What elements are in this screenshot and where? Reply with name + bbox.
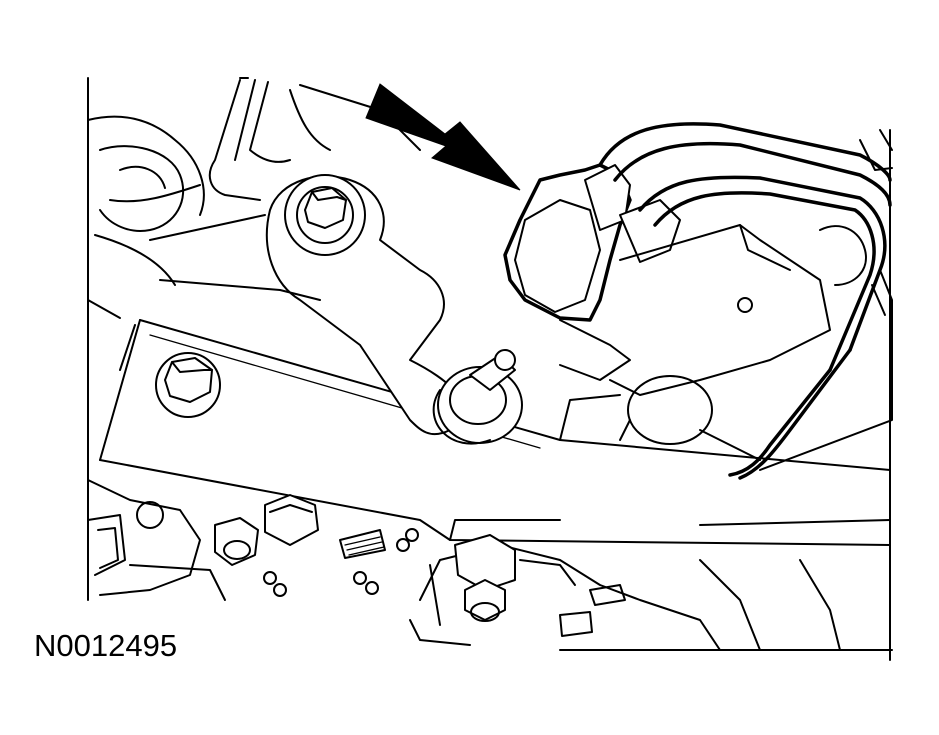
- ball-joint: [432, 349, 523, 445]
- connector-and-harness: [503, 122, 893, 480]
- shift-lever-arm: [149, 174, 461, 436]
- solenoid-module: [609, 129, 893, 461]
- lower-left-casting: [87, 479, 226, 601]
- lower-right-casting: [409, 534, 841, 651]
- figure-id-label: N0012495: [34, 628, 178, 663]
- lower-fasteners: [136, 494, 419, 597]
- callout-arrow: [365, 83, 521, 191]
- bracket-bolt: [155, 352, 221, 418]
- frame-edges: [87, 77, 893, 661]
- arrow-icon: [365, 83, 521, 191]
